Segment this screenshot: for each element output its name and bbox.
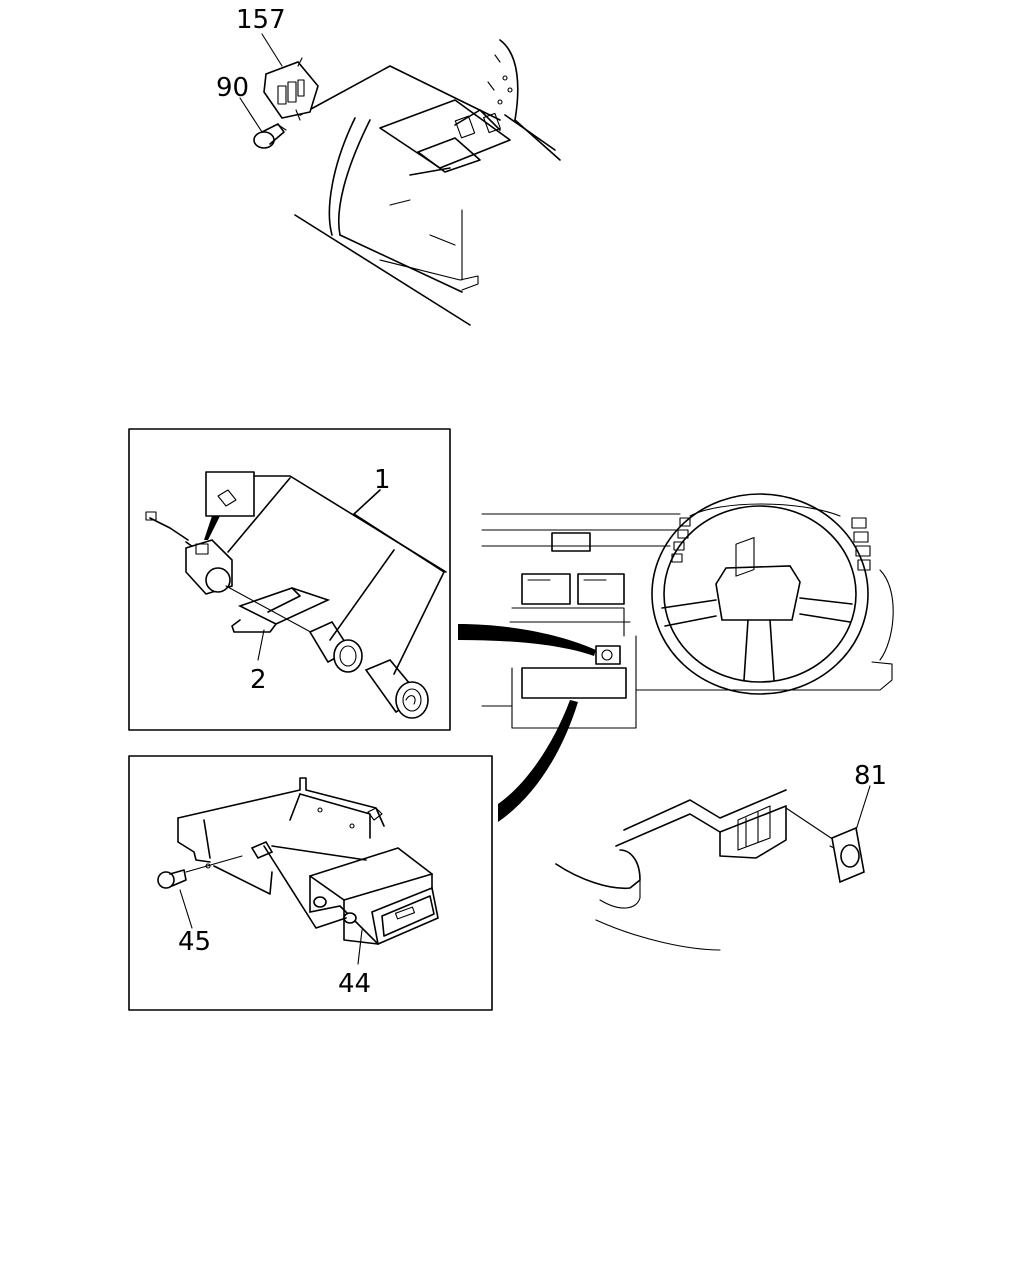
callout-1: 1 — [374, 465, 391, 495]
switch-bezel-81 — [829, 826, 865, 884]
leader-44 — [357, 929, 363, 965]
callout-90: 90 — [216, 73, 249, 103]
power-window-switch — [263, 57, 319, 121]
pocket-assembly — [157, 777, 439, 946]
bulb-inset-box — [205, 471, 255, 517]
lighter-detail-box — [128, 428, 451, 731]
arrow-to-lighter-socket — [458, 624, 596, 656]
leader-81 — [855, 785, 871, 831]
cigarette-lighter-assembly — [145, 471, 447, 719]
leader-2 — [257, 629, 265, 661]
callout-81: 81 — [854, 761, 887, 791]
lower-console-illustration — [555, 536, 835, 951]
callout-45: 45 — [178, 927, 211, 957]
callout-44: 44 — [338, 969, 371, 999]
leader-90 — [239, 97, 263, 133]
callout-2: 2 — [250, 665, 267, 695]
dashboard-illustration — [481, 513, 894, 729]
pocket-detail-box — [128, 755, 493, 1011]
screw-90 — [253, 123, 287, 149]
leader-switch-to-door — [299, 65, 501, 121]
arrow-to-pocket — [498, 700, 578, 822]
callout-157: 157 — [236, 5, 286, 35]
door-panel-illustration — [294, 39, 561, 326]
leader-45 — [179, 889, 193, 929]
leader-157 — [261, 33, 283, 67]
steering-wheel — [651, 493, 871, 695]
